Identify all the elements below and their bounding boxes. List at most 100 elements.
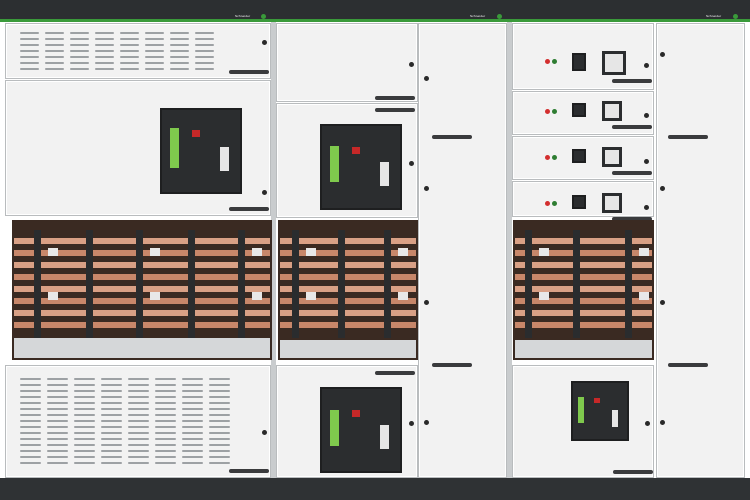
door-hinge (424, 76, 429, 81)
vent-slot (70, 50, 89, 52)
vent-slot (20, 426, 41, 428)
busbar-bolt (306, 248, 316, 256)
vent-slot (155, 462, 176, 464)
door-hinge (645, 421, 650, 426)
door-handle[interactable] (432, 363, 472, 367)
vent-slot (209, 450, 230, 452)
door-handle[interactable] (375, 96, 415, 100)
vent-slot (20, 56, 39, 58)
door-hinge (424, 186, 429, 191)
vent-slot (120, 38, 139, 40)
bottom-frame (0, 478, 750, 500)
door-handle (612, 79, 652, 83)
busbar-bolt (306, 292, 316, 300)
trip-button[interactable] (352, 410, 360, 417)
vent-slot (209, 420, 230, 422)
vent-slot (145, 50, 164, 52)
vent-slot (155, 438, 176, 440)
vent-slot (74, 438, 95, 440)
door-hinge (644, 205, 649, 210)
vent-slot (47, 438, 68, 440)
trip-button[interactable] (192, 130, 200, 137)
vent-slot (47, 378, 68, 380)
power-meter (602, 147, 622, 167)
vent-slot (45, 32, 64, 34)
vent-slot (47, 420, 68, 422)
vent-slot (70, 68, 89, 70)
brand-label: Schneider (470, 14, 486, 18)
vent-slot (20, 50, 39, 52)
vent-slot (45, 44, 64, 46)
vent-slot (128, 420, 149, 422)
vent-slot (74, 462, 95, 464)
vent-slot (101, 378, 122, 380)
vent-slot (20, 384, 41, 386)
busbar-support (384, 230, 391, 338)
busbar-bar (515, 286, 652, 292)
indicator-lamp-green (552, 109, 557, 114)
door-handle[interactable] (375, 371, 415, 375)
vent-slot (128, 438, 149, 440)
door-hinge (660, 300, 665, 305)
busbar-bar (515, 310, 652, 316)
vent-slot (20, 68, 39, 70)
vent-slot (155, 378, 176, 380)
busbar-bolt (48, 292, 58, 300)
vent-slot (95, 62, 114, 64)
vent-slot (95, 32, 114, 34)
vent-slot (182, 432, 203, 434)
indicator-lamp-red (545, 155, 550, 160)
door-hinge (262, 190, 267, 195)
breaker-indicator (380, 425, 389, 449)
vent-slot (74, 402, 95, 404)
door-handle[interactable] (432, 135, 472, 139)
blank-door-top[interactable] (276, 23, 418, 102)
vent-slot (101, 408, 122, 410)
vent-slot (74, 384, 95, 386)
tall-cable-door[interactable] (418, 23, 507, 478)
breaker-indicator (612, 410, 618, 427)
vent-slot (20, 432, 41, 434)
vent-slot (155, 426, 176, 428)
vent-slot (155, 396, 176, 398)
trip-button[interactable] (594, 398, 600, 403)
vent-slot (182, 462, 203, 464)
vent-slot (182, 420, 203, 422)
trip-button[interactable] (352, 147, 360, 154)
vent-slot (209, 390, 230, 392)
door-handle[interactable] (613, 470, 653, 474)
busbar-bar (280, 250, 416, 256)
vent-slot (45, 50, 64, 52)
door-handle[interactable] (668, 135, 708, 139)
door-handle[interactable] (229, 207, 269, 211)
vent-slot (20, 450, 41, 452)
door-handle[interactable] (229, 70, 269, 74)
vent-slot (47, 390, 68, 392)
control-switch (572, 195, 586, 209)
vent-slot (182, 444, 203, 446)
door-handle[interactable] (375, 108, 415, 112)
vent-slot (74, 444, 95, 446)
busbar-bolt (639, 248, 649, 256)
vent-slot (95, 44, 114, 46)
vent-slot (20, 444, 41, 446)
door-handle[interactable] (229, 469, 269, 473)
tall-cable-door[interactable] (656, 23, 745, 478)
busbar-support (86, 230, 93, 338)
door-handle[interactable] (668, 363, 708, 367)
door-hinge (409, 62, 414, 67)
vent-slot (170, 44, 189, 46)
vent-slot (155, 444, 176, 446)
vent-slot (170, 38, 189, 40)
vent-slot (47, 432, 68, 434)
vent-slot (101, 444, 122, 446)
cabinet-separator (271, 22, 276, 478)
vent-slot (74, 378, 95, 380)
vent-slot (20, 414, 41, 416)
vent-slot (74, 432, 95, 434)
vent-slot (145, 62, 164, 64)
vent-slot (47, 450, 68, 452)
busbar-bolt (539, 248, 549, 256)
vent-slot (20, 402, 41, 404)
vent-slot (195, 68, 214, 70)
